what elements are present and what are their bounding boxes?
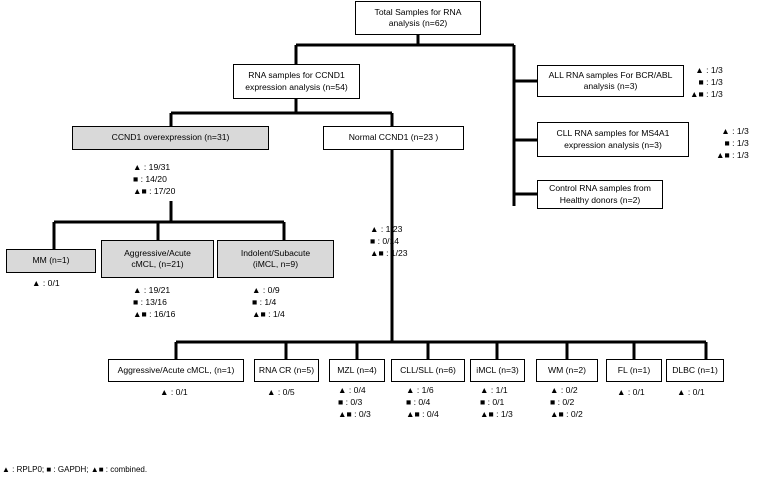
- node-normal-ccnd1: Normal CCND1 (n=23 ): [323, 126, 464, 150]
- stats-mzl: ▲ : 0/4 ■ : 0/3 ▲■ : 0/3: [338, 385, 371, 420]
- stats-cll-ms4a1: ▲ : 1/3 ■ : 1/3 ▲■ : 1/3: [716, 126, 749, 161]
- node-wm: WM (n=2): [536, 359, 598, 382]
- stats-indolent-imcl: ▲ : 0/9 ■ : 1/4 ▲■ : 1/4: [252, 285, 285, 320]
- node-mzl: MZL (n=4): [329, 359, 385, 382]
- node-all-bcr-abl: ALL RNA samples For BCR/ABL analysis (n=…: [537, 65, 684, 97]
- node-total-samples: Total Samples for RNA analysis (n=62): [355, 1, 481, 35]
- node-dlbc: DLBC (n=1): [666, 359, 724, 382]
- stats-aggressive-cmcl-over: ▲ : 19/21 ■ : 13/16 ▲■ : 16/16: [133, 285, 176, 320]
- legend-footnote: ▲ : RPLP0; ■ : GAPDH; ▲■ : combined.: [2, 465, 148, 474]
- stats-imcl: ▲ : 1/1 ■ : 0/1 ▲■ : 1/3: [480, 385, 513, 420]
- stats-rna-cr: ▲ : 0/5: [267, 387, 295, 397]
- stats-all-bcr-abl: ▲ : 1/3 ■ : 1/3 ▲■ : 1/3: [690, 65, 723, 100]
- stats-dlbc: ▲ : 0/1: [677, 387, 705, 397]
- node-control-healthy: Control RNA samples from Healthy donors …: [537, 180, 663, 209]
- node-ccnd1-expression: RNA samples for CCND1 expression analysi…: [233, 64, 360, 99]
- node-cll-ms4a1: CLL RNA samples for MS4A1 expression ana…: [537, 122, 689, 157]
- stats-cll-sll: ▲ : 1/6 ■ : 0/4 ▲■ : 0/4: [406, 385, 439, 420]
- node-aggressive-cmcl-normal: Aggressive/Acute cMCL, (n=1): [108, 359, 244, 382]
- node-mm: MM (n=1): [6, 249, 96, 273]
- node-aggressive-cmcl-over: Aggressive/Acute cMCL, (n=21): [101, 240, 214, 278]
- stats-aggressive-cmcl-normal: ▲ : 0/1: [160, 387, 188, 397]
- stats-wm: ▲ : 0/2 ■ : 0/2 ▲■ : 0/2: [550, 385, 583, 420]
- node-rna-cr: RNA CR (n=5): [254, 359, 319, 382]
- stats-mm: ▲ : 0/1: [32, 278, 60, 288]
- node-indolent-imcl: Indolent/Subacute (iMCL, n=9): [217, 240, 334, 278]
- node-cll-sll: CLL/SLL (n=6): [391, 359, 465, 382]
- node-fl: FL (n=1): [606, 359, 662, 382]
- stats-normal-ccnd1: ▲ : 1/23 ■ : 0/14 ▲■ : 1/23: [370, 224, 408, 259]
- node-ccnd1-overexpression: CCND1 overexpression (n=31): [72, 126, 269, 150]
- node-imcl: iMCL (n=3): [470, 359, 525, 382]
- stats-fl: ▲ : 0/1: [617, 387, 645, 397]
- stats-ccnd1-overexpression: ▲ : 19/31 ■ : 14/20 ▲■ : 17/20: [133, 162, 176, 197]
